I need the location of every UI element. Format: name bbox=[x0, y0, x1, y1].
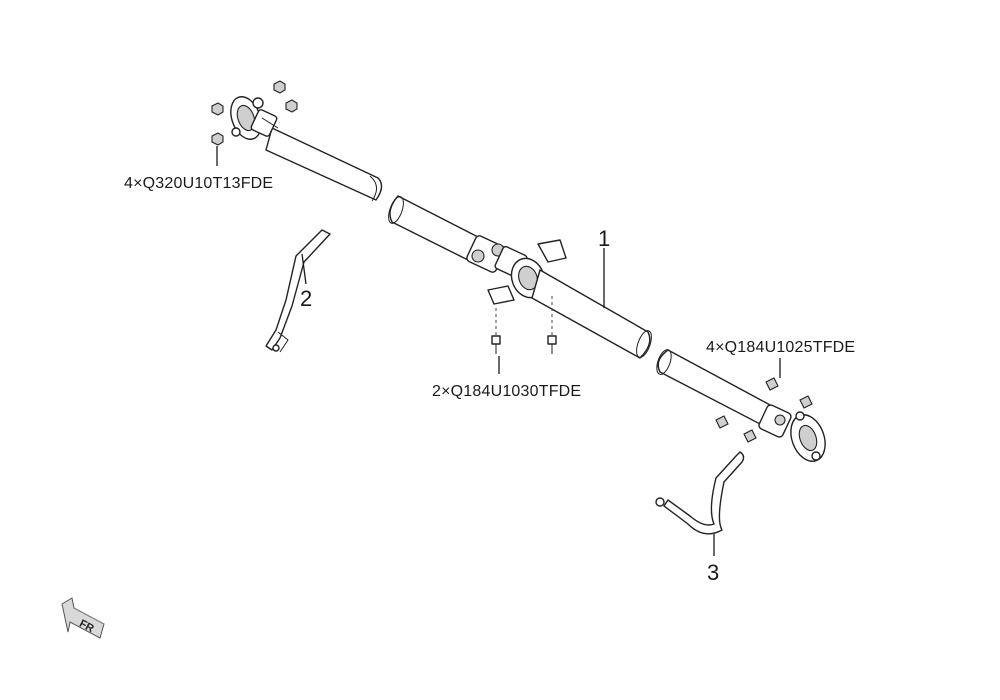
rear-shaft-tube bbox=[657, 349, 773, 427]
callout-front-flange-nuts: 4×Q320U10T13FDE bbox=[124, 175, 273, 192]
front-flange-yoke bbox=[230, 96, 279, 140]
rear-flange-bolts bbox=[715, 377, 813, 443]
callout-center-bearing-bolts: 2×Q184U1030TFDE bbox=[432, 383, 581, 400]
center-bearing-bolts bbox=[491, 335, 557, 354]
rear-shaft-section bbox=[656, 349, 826, 462]
part-3-safety-strap bbox=[655, 451, 745, 535]
callout-part-2: 2 bbox=[300, 286, 312, 311]
front-direction-arrow-icon: FR bbox=[61, 597, 105, 639]
front-flange-nuts bbox=[211, 80, 298, 146]
callout-part-3: 3 bbox=[707, 560, 719, 585]
callout-part-1: 1 bbox=[598, 226, 610, 251]
leader-part-2 bbox=[301, 253, 307, 285]
callout-rear-flange-bolts: 4×Q184U1025TFDE bbox=[706, 339, 855, 356]
rear-flange-yoke bbox=[758, 404, 826, 462]
front-shaft-section bbox=[211, 80, 383, 202]
part-2-strap-bracket bbox=[265, 229, 331, 353]
center-shaft-section bbox=[388, 195, 652, 359]
front-shaft-tube bbox=[265, 127, 383, 201]
center-shaft-rear-tube bbox=[531, 269, 651, 359]
